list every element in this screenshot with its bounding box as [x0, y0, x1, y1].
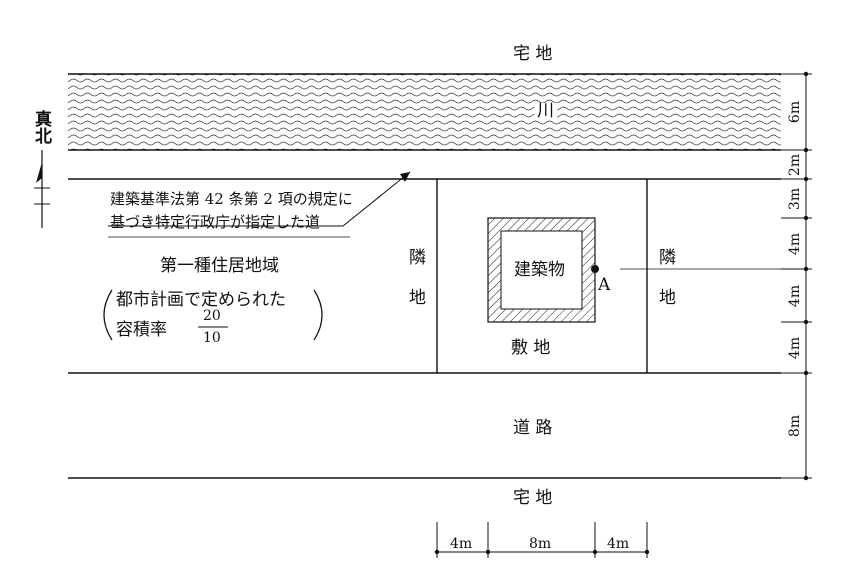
point-a-label: A [598, 275, 611, 295]
south-house-label: 宅 地 [513, 488, 553, 508]
right-dimension-dots [803, 71, 809, 481]
road-note-line-2: 基づき特定行政庁が指定した道 [110, 213, 321, 231]
building-interior [500, 230, 583, 310]
road-label: 道 路 [513, 418, 553, 438]
neighbor-right-top: 隣 [659, 248, 676, 268]
neighbor-right-bottom: 地 [659, 288, 676, 308]
dim-right-gap: 2m [787, 153, 803, 177]
road-note-arrowhead [400, 172, 410, 182]
dim-bottom-center: 8m [529, 536, 552, 552]
point-a-marker [591, 265, 599, 273]
north-arrow-head [36, 162, 42, 183]
river-label: 川 [534, 103, 557, 120]
zone-paren-line-1: 都市計画で定められた [116, 290, 286, 310]
bottom-dimension-dots [434, 549, 650, 555]
dim-right-setback-north: 4m [787, 232, 803, 256]
north-house-label: 宅 地 [513, 44, 553, 64]
zone-paren-right [313, 289, 323, 341]
zone-title: 第一種住居地域 [160, 256, 279, 276]
far-denominator: 10 [203, 330, 221, 346]
zone-paren-left [103, 289, 113, 341]
river-area [68, 74, 781, 150]
dim-bottom-right: 4m [607, 536, 630, 552]
site-label: 敷 地 [511, 338, 551, 358]
true-north-label: 真北 [31, 110, 51, 144]
road-note-leader [108, 171, 411, 227]
building-label: 建築物 [514, 260, 565, 280]
far-numerator: 20 [203, 308, 221, 324]
dim-right-main-road: 8m [787, 414, 803, 438]
dim-bottom-left: 4m [450, 536, 473, 552]
road-note-line-1: 建築基準法第 42 条第 2 項の規定に [110, 190, 353, 208]
dim-right-setback-south: 4m [787, 336, 803, 360]
zone-paren-line-2: 容積率 [116, 320, 167, 340]
neighbor-left-bottom: 地 [409, 288, 426, 308]
dim-right-road2: 3m [787, 187, 803, 211]
dim-right-river: 6m [787, 100, 803, 124]
dim-right-building-upper: 4m [787, 284, 803, 308]
neighbor-left-top: 隣 [409, 248, 426, 268]
